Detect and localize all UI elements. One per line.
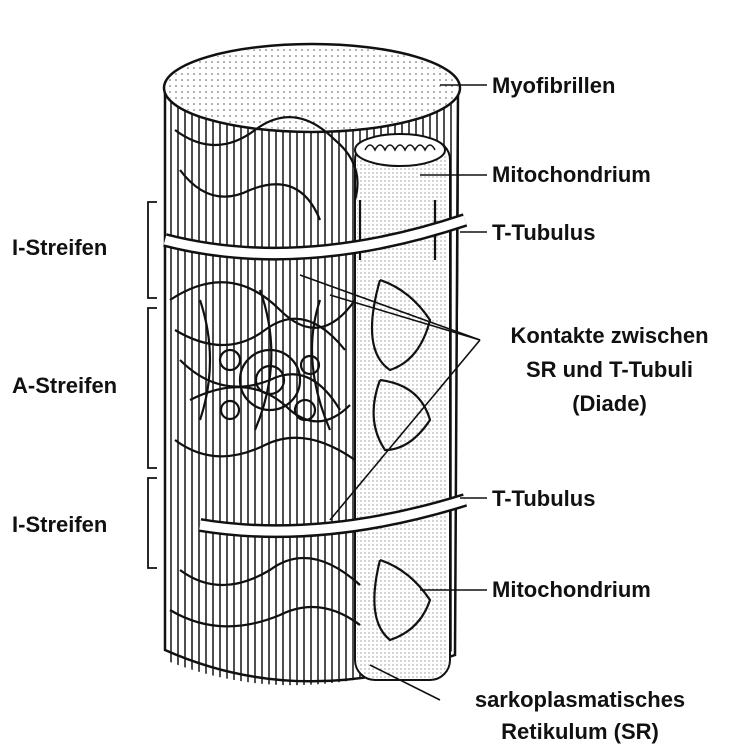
- label-t-tubulus-top: T-Tubulus: [492, 220, 595, 246]
- label-mitochondrium-top: Mitochondrium: [492, 162, 651, 188]
- label-sr-line2: Retikulum (SR): [430, 719, 730, 745]
- label-i-streifen-bottom: I-Streifen: [12, 512, 107, 538]
- label-i-streifen-top: I-Streifen: [12, 235, 107, 261]
- label-myofibrillen: Myofibrillen: [492, 73, 615, 99]
- label-sr-line1: sarkoplasmatisches: [430, 687, 730, 713]
- label-mitochondrium-bottom: Mitochondrium: [492, 577, 651, 603]
- label-t-tubulus-bottom: T-Tubulus: [492, 486, 595, 512]
- label-a-streifen: A-Streifen: [12, 373, 117, 399]
- band-brackets: [148, 202, 157, 568]
- label-kontakte-line1: Kontakte zwischen: [482, 323, 737, 349]
- label-kontakte-line3: (Diade): [482, 391, 737, 417]
- label-kontakte-line2: SR und T-Tubuli: [482, 357, 737, 383]
